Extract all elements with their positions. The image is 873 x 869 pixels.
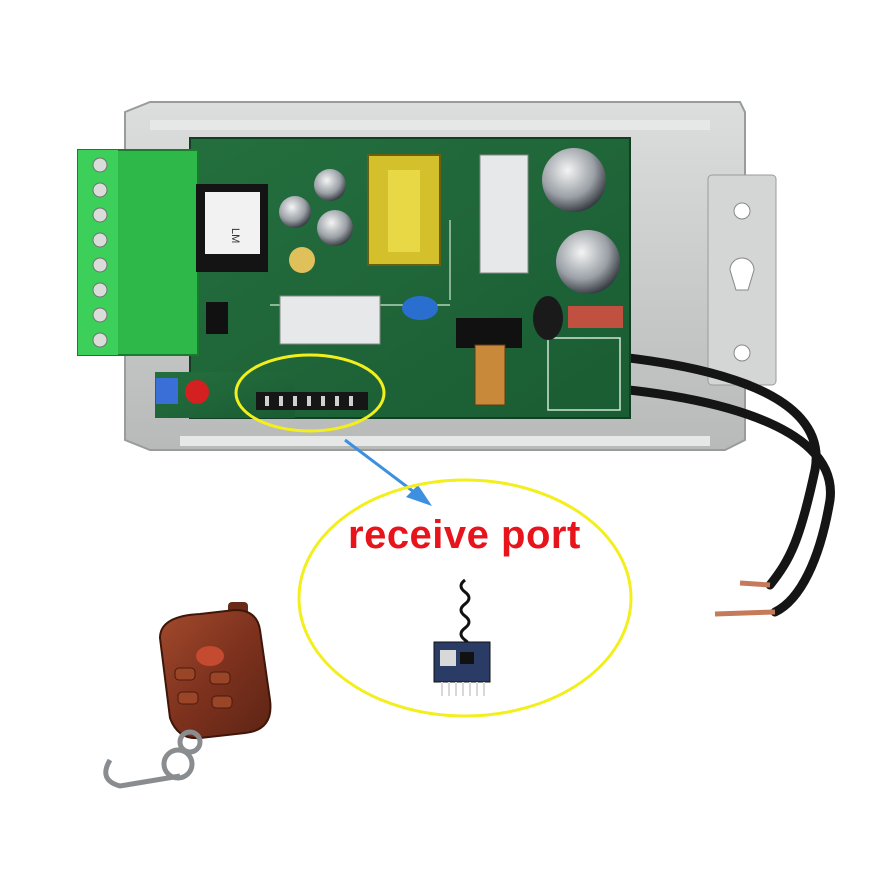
zoom-highlight-ring — [297, 478, 633, 718]
port-highlight-ring — [234, 353, 386, 433]
heatsinks — [279, 154, 529, 345]
receive-port-header — [256, 392, 368, 410]
remote-control — [158, 602, 272, 740]
power-wires — [555, 347, 835, 617]
receiver-module — [433, 578, 491, 696]
transformer: LM — [196, 184, 268, 272]
receive-port-label: receive port — [348, 513, 581, 557]
transformer-label: LM — [229, 228, 241, 243]
small-components — [156, 296, 623, 406]
terminal-block — [77, 149, 199, 356]
pointer-arrow — [344, 438, 432, 506]
keychain — [103, 729, 203, 789]
capacitors — [279, 148, 620, 294]
yellow-transformer — [367, 154, 441, 266]
